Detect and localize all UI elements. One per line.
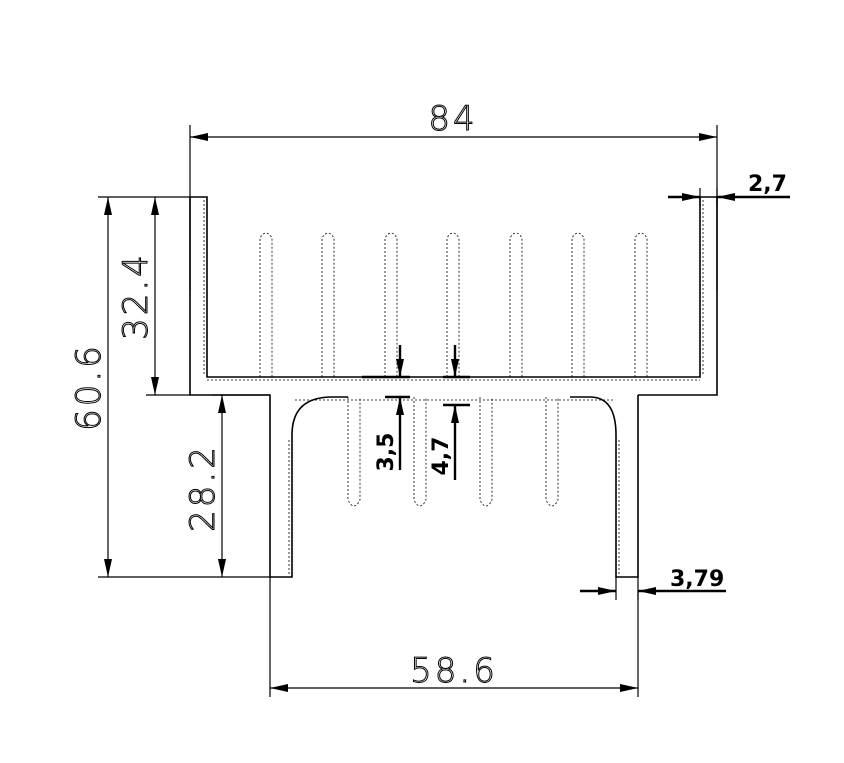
dimension-lower-wall-thickness: 3,79 (580, 567, 726, 600)
upper-fin (571, 232, 585, 377)
upper-fin (509, 232, 523, 377)
lower-height-label: 28.2 (183, 444, 223, 532)
lower-right-rounded-corner (570, 395, 639, 578)
total-width-label: 84 (428, 99, 477, 139)
left-step-outline (189, 197, 293, 578)
lower-gap-label: 4,7 (429, 437, 454, 476)
lower-fin (347, 397, 361, 507)
lower-fin (413, 397, 427, 507)
dimension-upper-gap: 3,5 (362, 345, 410, 471)
upper-height-label: 32.4 (116, 252, 156, 340)
dimension-upper-height: 32.4 (116, 197, 190, 396)
lower-fin (479, 397, 493, 507)
lower-fins (288, 397, 620, 574)
dimension-lower-height: 28.2 (183, 394, 270, 577)
lower-fin (545, 397, 559, 507)
dimension-total-height: 60.6 (69, 196, 270, 578)
upper-fin (634, 232, 648, 377)
dimension-lower-width: 58.6 (269, 577, 639, 697)
upper-fin (446, 232, 460, 377)
lower-width-label: 58.6 (410, 651, 498, 691)
upper-fins (203, 200, 704, 381)
wall-thickness-label: 2,7 (748, 172, 787, 197)
upper-gap-label: 3,5 (374, 433, 399, 472)
upper-fin (259, 232, 273, 377)
dimension-lower-gap: 4,7 (429, 345, 470, 480)
dimension-total-width: 84 (189, 99, 718, 290)
upper-fin (321, 232, 335, 377)
upper-fin (384, 232, 398, 377)
total-height-label: 60.6 (69, 343, 109, 431)
upper-section-outline (190, 196, 718, 396)
lower-wall-thickness-label: 3,79 (670, 567, 724, 592)
heatsink-profile (189, 196, 718, 578)
dimension-wall-thickness: 2,7 (668, 172, 790, 206)
lower-left-rounded-corner (291, 396, 348, 436)
